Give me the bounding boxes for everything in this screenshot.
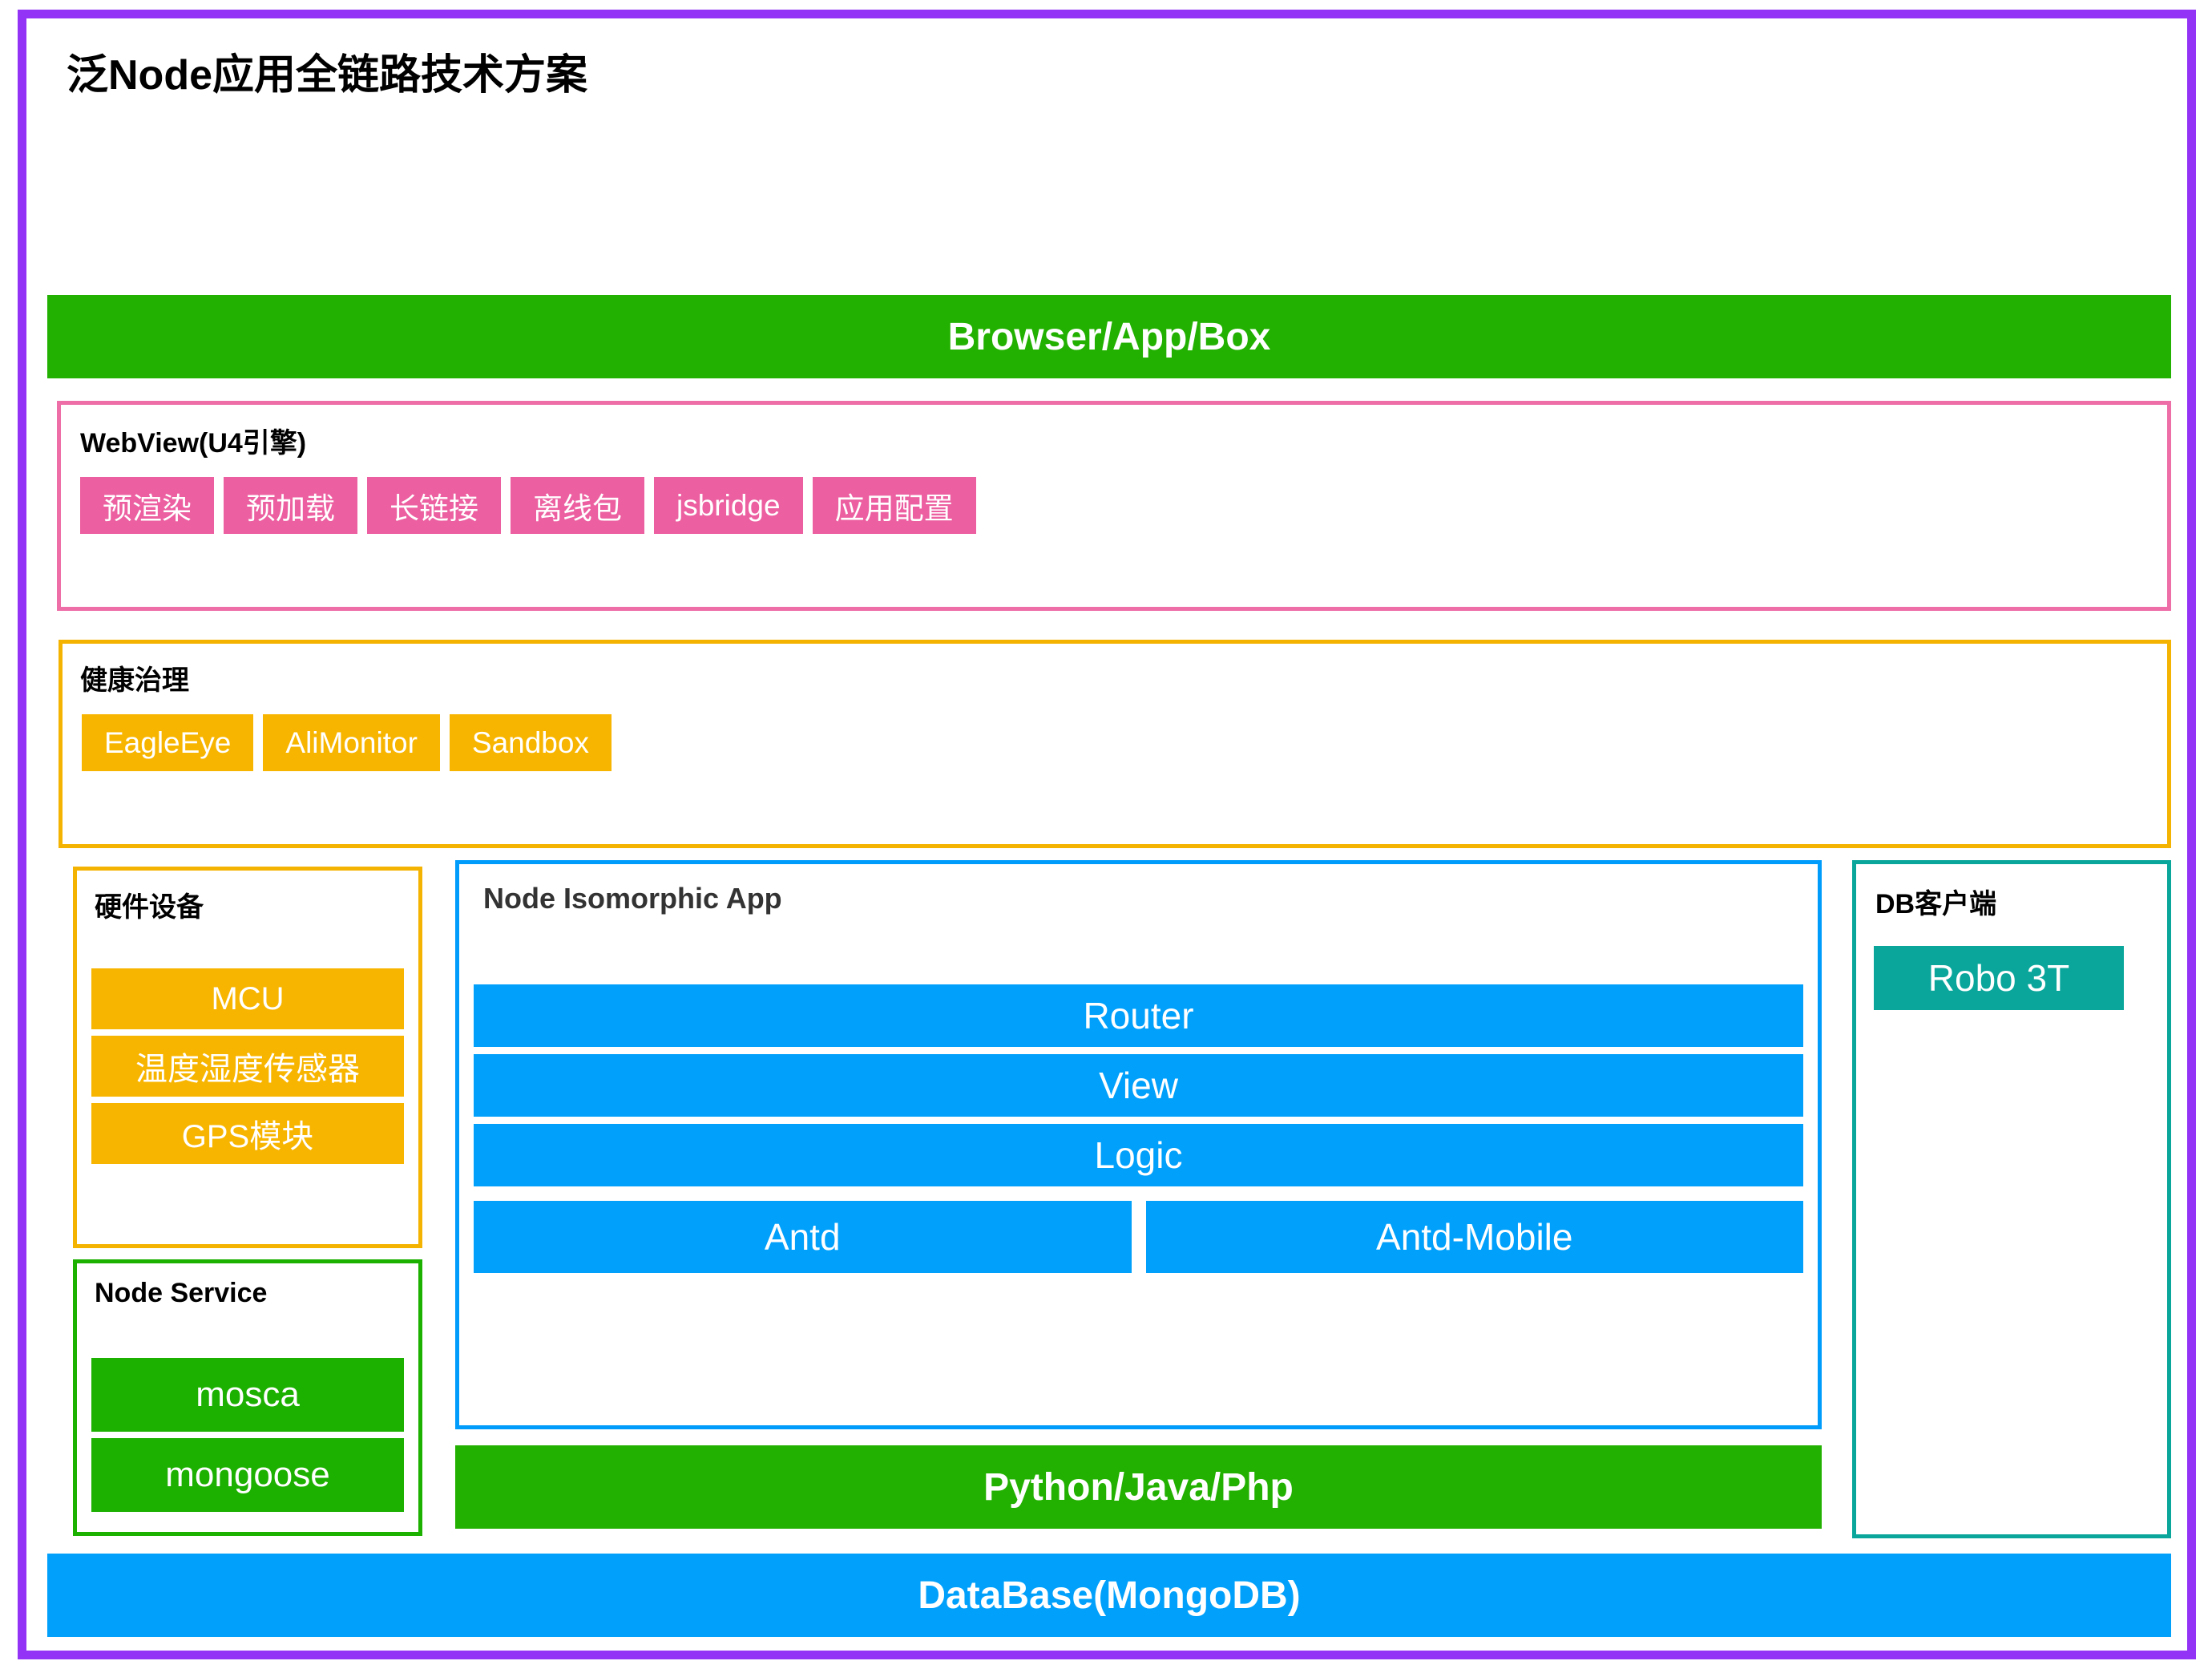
- backend-languages-label: Python/Java/Php: [983, 1465, 1294, 1509]
- db-client-title: DB客户端: [1875, 889, 1997, 919]
- browser-app-box-label: Browser/App/Box: [947, 315, 1271, 358]
- iso-layer-ui-split-row: Antd Antd-Mobile: [474, 1201, 1803, 1273]
- node-isomorphic-app-title: Node Isomorphic App: [483, 882, 782, 915]
- webview-chip-prerender[interactable]: 预渲染: [80, 477, 214, 534]
- node-service-item-mosca[interactable]: mosca: [91, 1358, 404, 1432]
- database-label: DataBase(MongoDB): [918, 1574, 1301, 1617]
- webview-chip-offline-package[interactable]: 离线包: [511, 477, 644, 534]
- hardware-item-mcu[interactable]: MCU: [91, 968, 404, 1029]
- iso-layer-logic[interactable]: Logic: [474, 1124, 1803, 1186]
- health-chip-alimonitor[interactable]: AliMonitor: [263, 714, 440, 771]
- health-governance-group: 健康治理 EagleEye AliMonitor Sandbox: [59, 640, 2171, 848]
- webview-group: WebView(U4引擎) 预渲染 预加载 长链接 离线包 jsbridge 应…: [57, 401, 2171, 611]
- page-title: 泛Node应用全链路技术方案: [67, 52, 588, 99]
- iso-layer-view[interactable]: View: [474, 1054, 1803, 1117]
- health-chip-row: EagleEye AliMonitor Sandbox: [82, 714, 612, 771]
- hardware-item-gps-module[interactable]: GPS模块: [91, 1103, 404, 1164]
- hardware-devices-stack: MCU 温度湿度传感器 GPS模块: [91, 968, 404, 1164]
- db-client-item-robo3t[interactable]: Robo 3T: [1874, 946, 2124, 1010]
- db-client-group: DB客户端 Robo 3T: [1852, 860, 2171, 1538]
- node-service-item-mongoose[interactable]: mongoose: [91, 1438, 404, 1512]
- database-band: DataBase(MongoDB): [47, 1554, 2171, 1637]
- health-governance-title: 健康治理: [80, 665, 189, 696]
- health-chip-sandbox[interactable]: Sandbox: [449, 714, 612, 771]
- webview-chip-longlink[interactable]: 长链接: [367, 477, 501, 534]
- node-isomorphic-app-layers: Router View Logic Antd Antd-Mobile: [474, 984, 1803, 1273]
- architecture-diagram: 泛Node应用全链路技术方案 Browser/App/Box WebView(U…: [18, 10, 2196, 1659]
- node-service-stack: mosca mongoose: [91, 1358, 404, 1512]
- browser-app-box-band: Browser/App/Box: [47, 295, 2171, 378]
- webview-group-title: WebView(U4引擎): [80, 428, 307, 459]
- node-isomorphic-app-group: Node Isomorphic App Router View Logic An…: [455, 860, 1822, 1429]
- node-service-title: Node Service: [95, 1278, 268, 1308]
- iso-layer-router[interactable]: Router: [474, 984, 1803, 1047]
- iso-layer-antd-mobile[interactable]: Antd-Mobile: [1145, 1201, 1803, 1273]
- webview-chip-jsbridge[interactable]: jsbridge: [654, 477, 803, 534]
- webview-chip-preload[interactable]: 预加载: [224, 477, 357, 534]
- backend-languages-band: Python/Java/Php: [455, 1445, 1822, 1529]
- hardware-devices-group: 硬件设备 MCU 温度湿度传感器 GPS模块: [73, 867, 422, 1248]
- node-service-group: Node Service mosca mongoose: [73, 1259, 422, 1536]
- iso-layer-antd[interactable]: Antd: [474, 1201, 1132, 1273]
- hardware-item-temp-humidity-sensor[interactable]: 温度湿度传感器: [91, 1036, 404, 1097]
- health-chip-eagleeye[interactable]: EagleEye: [82, 714, 254, 771]
- hardware-devices-title: 硬件设备: [95, 892, 204, 923]
- webview-chip-row: 预渲染 预加载 长链接 离线包 jsbridge 应用配置: [80, 477, 976, 534]
- webview-chip-app-config[interactable]: 应用配置: [812, 477, 976, 534]
